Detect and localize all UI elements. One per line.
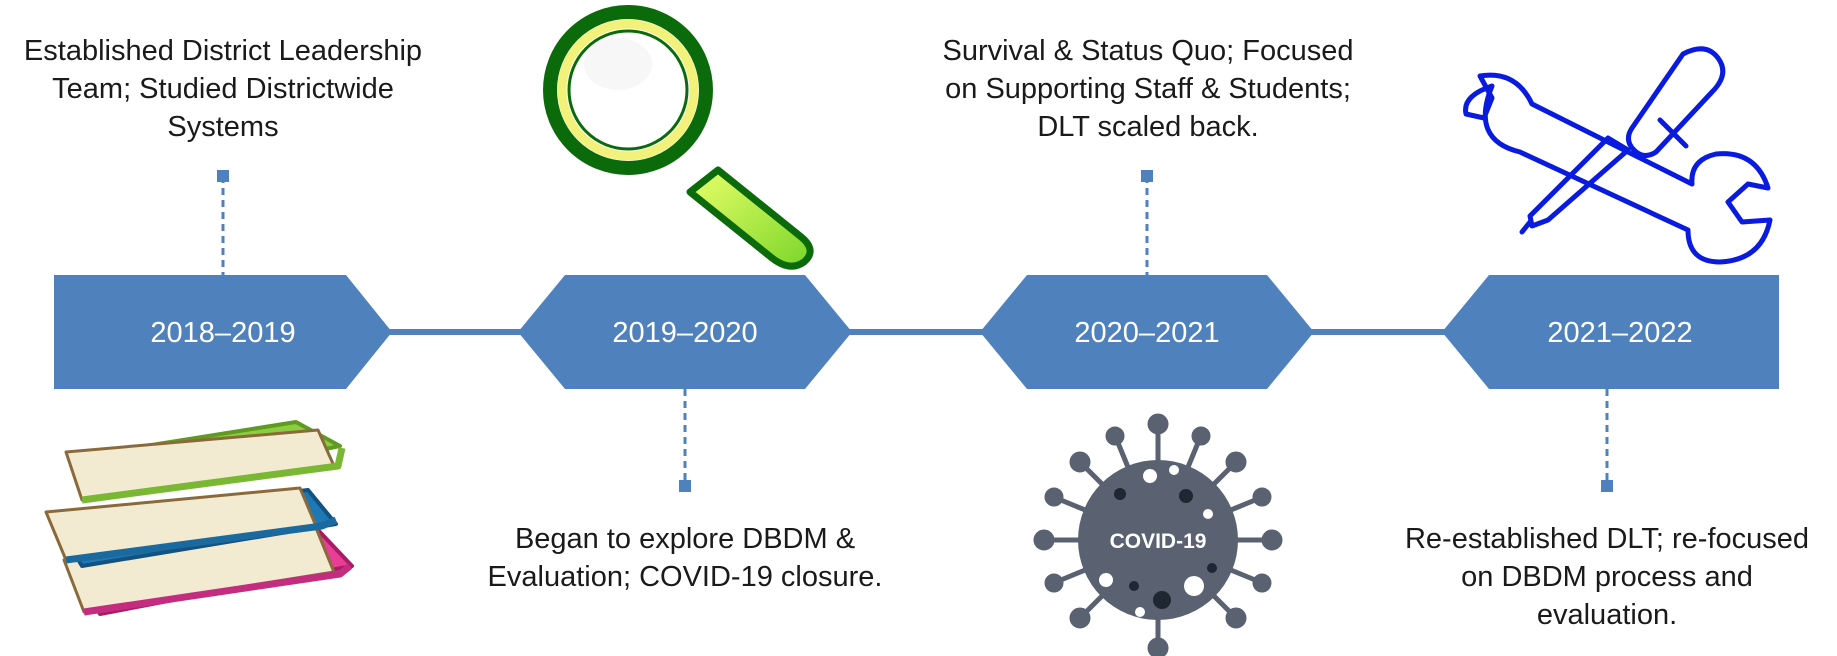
leader-marker — [1141, 170, 1153, 182]
milestone-2019-2020: 2019–2020 — [518, 275, 852, 492]
leader-marker — [679, 480, 691, 492]
caption-line: Established District Leadership — [23, 35, 423, 67]
caption-line: on Supporting Staff & Students; — [945, 73, 1351, 105]
milestone-caption-2018-2019: Established District Leadership Team; St… — [0, 32, 446, 146]
covid-label: COVID-19 — [1110, 530, 1207, 553]
year-label: 2019–2020 — [612, 317, 757, 349]
year-label: 2018–2019 — [150, 317, 295, 349]
year-banner — [518, 275, 852, 389]
caption-line: Survival & Status Quo; Focused — [942, 35, 1354, 67]
year-label: 2020–2021 — [1074, 317, 1219, 349]
milestone-2021-2022: 2021–2022 — [1442, 275, 1779, 492]
milestone-caption-2020-2021: Survival & Status Quo; Focused on Suppor… — [918, 32, 1378, 146]
caption-line: Re-established DLT; re-focused — [1404, 523, 1810, 555]
caption-line: Team; Studied Districtwide — [52, 73, 394, 105]
covid-virus-icon: COVID-19 — [1033, 413, 1283, 656]
magnifying-glass-icon — [543, 5, 814, 270]
caption-line: Evaluation; COVID-19 closure. — [487, 561, 883, 593]
wrench-screwdriver-icon — [1463, 46, 1773, 265]
caption-line: on DBDM process and — [1461, 561, 1753, 593]
milestone-caption-2019-2020: Began to explore DBDM & Evaluation; COVI… — [460, 520, 910, 596]
milestone-2020-2021: 2020–2021 — [980, 170, 1314, 389]
year-banner — [54, 275, 392, 389]
leader-marker — [217, 170, 229, 182]
year-banner — [1442, 275, 1779, 389]
caption-line: Systems — [167, 111, 279, 143]
book-stack-icon — [44, 420, 354, 616]
virus-spots — [1099, 465, 1217, 617]
year-banner — [980, 275, 1314, 389]
leader-marker — [1601, 480, 1613, 492]
caption-line: evaluation. — [1536, 599, 1678, 631]
caption-line: Began to explore DBDM & — [514, 523, 856, 555]
year-label: 2021–2022 — [1547, 317, 1692, 349]
caption-line: DLT scaled back. — [1037, 111, 1259, 143]
milestone-2018-2019: 2018–2019 — [54, 170, 392, 389]
milestone-caption-2021-2022: Re-established DLT; re-focused on DBDM p… — [1380, 520, 1834, 634]
